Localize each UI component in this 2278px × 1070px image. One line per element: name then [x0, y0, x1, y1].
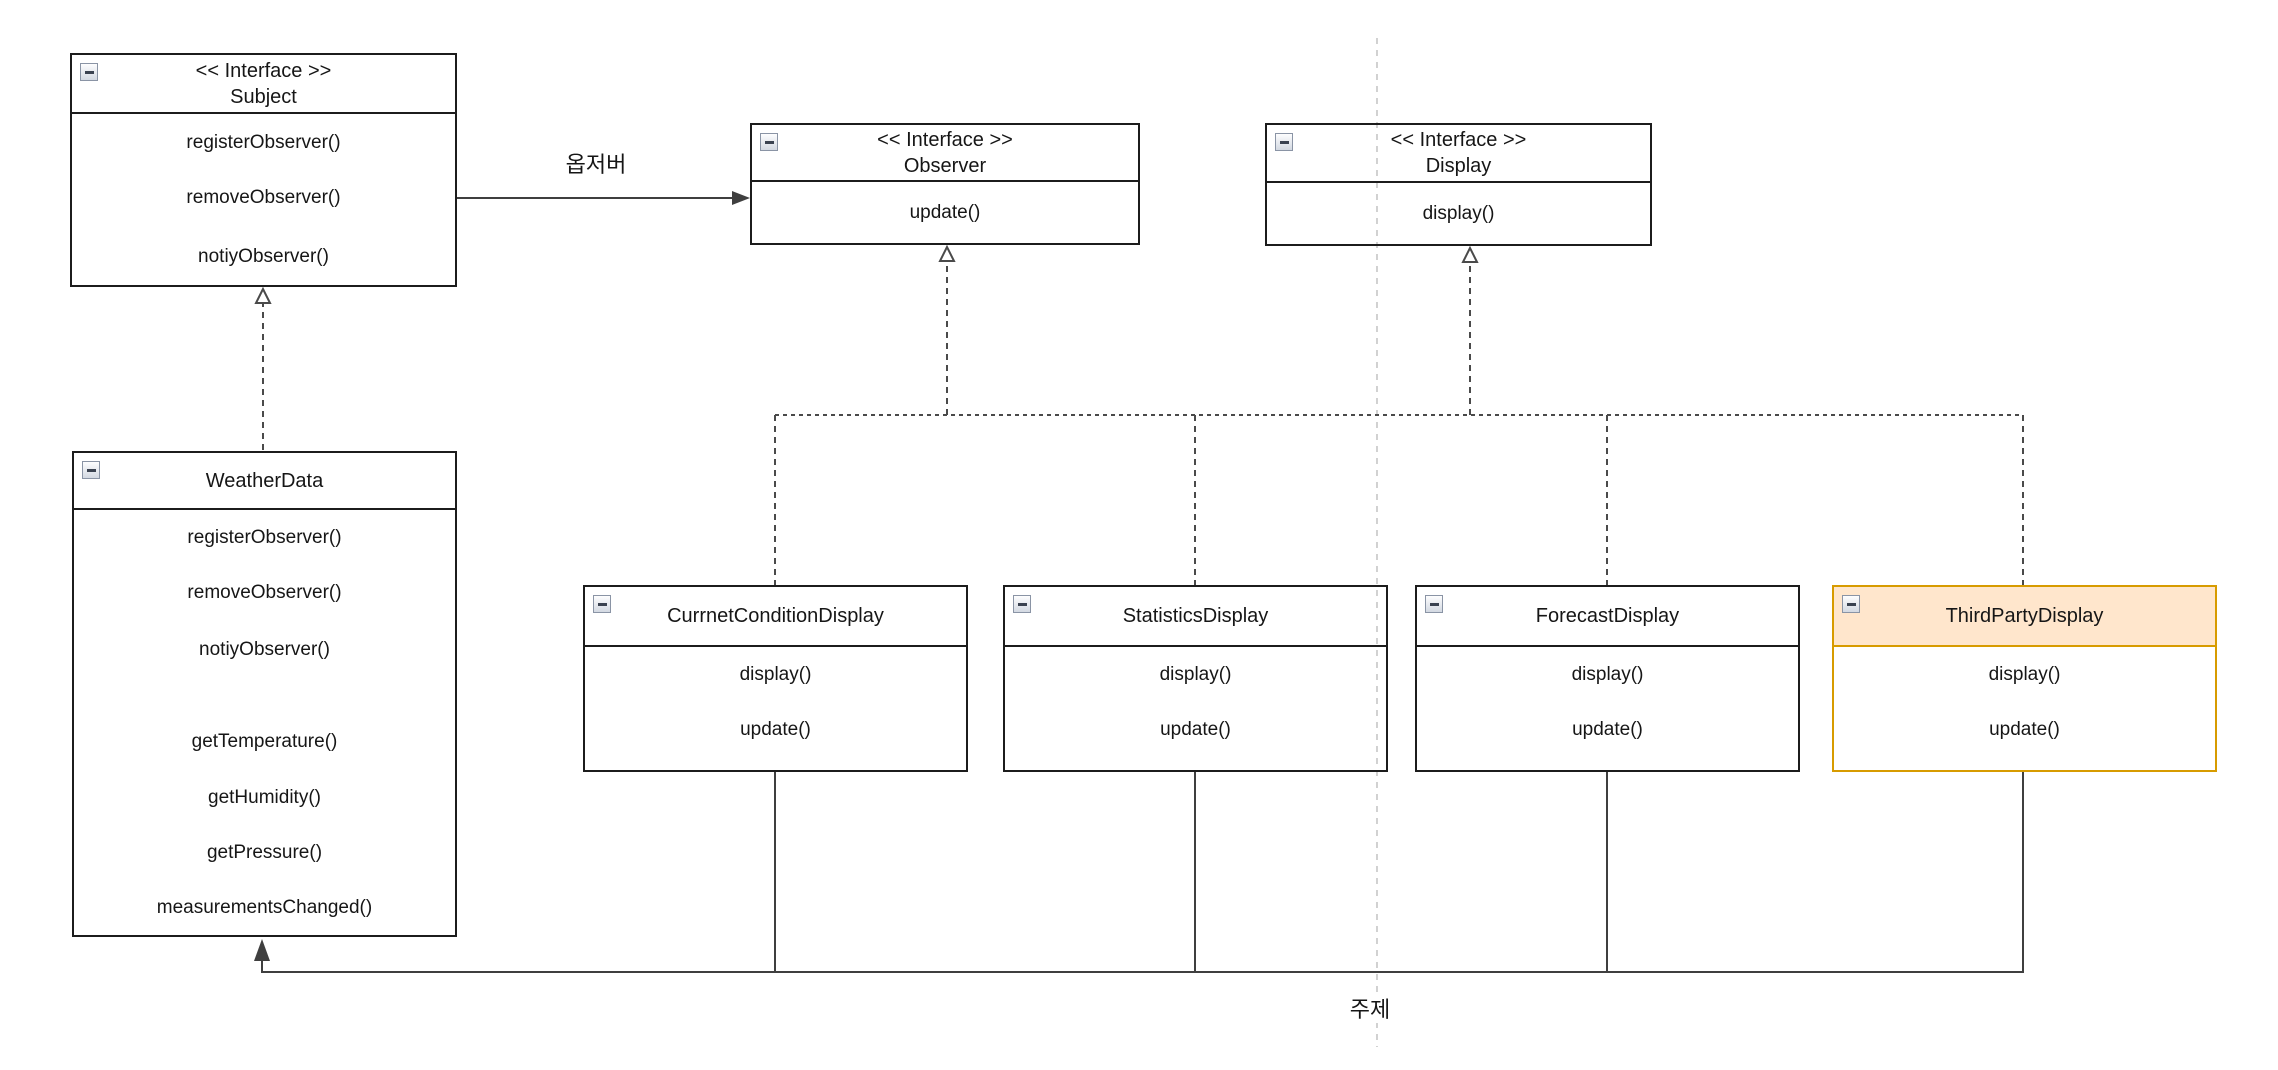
hollow-triangle-arrowhead-icon: [1461, 245, 1479, 263]
class-methods: display() update(): [585, 647, 966, 770]
hollow-triangle-arrowhead-icon: [938, 244, 956, 262]
method-row[interactable]: update(): [1989, 719, 2060, 740]
collapse-icon[interactable]: [593, 595, 611, 613]
method-row[interactable]: update(): [1160, 719, 1231, 740]
class-box-thirdpartydisplay[interactable]: ThirdPartyDisplay display() update(): [1832, 585, 2217, 772]
minus-glyph: [764, 140, 774, 144]
class-title: StatisticsDisplay: [1122, 605, 1269, 627]
class-header: << Interface >> Display: [1267, 125, 1650, 183]
class-box-subject[interactable]: << Interface >> Subject registerObserver…: [70, 53, 457, 287]
method-row[interactable]: update(): [1572, 719, 1643, 740]
method-row[interactable]: display(): [1988, 664, 2061, 685]
class-stereotype: << Interface >>: [877, 128, 1013, 151]
class-methods: registerObserver() removeObserver() noti…: [72, 114, 455, 285]
class-header: << Interface >> Observer: [752, 125, 1138, 182]
edge-realization-riser-display[interactable]: [1461, 245, 1479, 415]
method-row[interactable]: notiyObserver(): [199, 639, 330, 660]
method-row[interactable]: display(): [1571, 664, 1644, 685]
collapse-icon[interactable]: [80, 63, 98, 81]
class-box-display[interactable]: << Interface >> Display display(): [1265, 123, 1652, 246]
minus-glyph: [1429, 602, 1439, 606]
method-row[interactable]: getPressure(): [206, 842, 323, 863]
method-row[interactable]: update(): [909, 202, 981, 223]
filled-arrowhead-icon: [732, 191, 750, 205]
collapse-icon[interactable]: [1275, 133, 1293, 151]
collapse-icon[interactable]: [1013, 595, 1031, 613]
filled-arrowhead-icon: [254, 939, 270, 961]
class-header: << Interface >> Subject: [72, 55, 455, 114]
collapse-icon[interactable]: [1425, 595, 1443, 613]
class-title: WeatherData: [205, 469, 324, 492]
method-row[interactable]: notiyObserver(): [198, 246, 329, 267]
class-methods: display(): [1267, 183, 1650, 244]
method-row[interactable]: display(): [1159, 664, 1232, 685]
class-methods: update(): [752, 182, 1138, 243]
class-methods: display() update(): [1834, 647, 2215, 770]
edge-label-observer[interactable]: 옵저버: [545, 152, 647, 178]
class-methods: display() update(): [1417, 647, 1798, 770]
minus-glyph: [86, 468, 96, 472]
edge-label-subject[interactable]: 주제: [1329, 997, 1411, 1023]
class-box-forecastdisplay[interactable]: ForecastDisplay display() update(): [1415, 585, 1800, 772]
collapse-icon[interactable]: [82, 461, 100, 479]
class-box-statisticsdisplay[interactable]: StatisticsDisplay display() update(): [1003, 585, 1388, 772]
minus-glyph: [1846, 602, 1856, 606]
class-header: ThirdPartyDisplay: [1834, 587, 2215, 647]
class-header: CurrnetConditionDisplay: [585, 587, 966, 647]
class-box-currnetconditiondisplay[interactable]: CurrnetConditionDisplay display() update…: [583, 585, 968, 772]
class-title: Subject: [230, 85, 297, 108]
class-title: CurrnetConditionDisplay: [667, 605, 884, 627]
class-box-weatherdata[interactable]: WeatherData registerObserver() removeObs…: [72, 451, 457, 937]
method-row[interactable]: update(): [740, 719, 811, 740]
hollow-triangle-arrowhead-icon: [254, 286, 272, 304]
method-row[interactable]: display(): [739, 664, 812, 685]
method-row[interactable]: display(): [1422, 203, 1495, 224]
method-row[interactable]: removeObserver(): [187, 582, 342, 603]
method-row[interactable]: registerObserver(): [187, 527, 342, 548]
minus-glyph: [1279, 140, 1289, 144]
edge-weatherdata-subject-realization[interactable]: [254, 286, 272, 450]
class-header: WeatherData: [74, 453, 455, 510]
minus-glyph: [1017, 602, 1027, 606]
method-row[interactable]: getTemperature(): [191, 731, 338, 752]
class-box-observer[interactable]: << Interface >> Observer update(): [750, 123, 1140, 245]
class-title: Observer: [903, 154, 987, 177]
class-title: Display: [1425, 155, 1492, 177]
minus-glyph: [84, 70, 94, 74]
class-stereotype: << Interface >>: [1390, 129, 1527, 151]
method-row[interactable]: registerObserver(): [186, 132, 341, 153]
edge-displays-weatherdata[interactable]: [254, 772, 2024, 973]
method-row[interactable]: getHumidity(): [208, 787, 321, 808]
method-row[interactable]: measurementsChanged(): [156, 897, 373, 918]
class-title: ForecastDisplay: [1535, 605, 1680, 627]
edge-realization-riser-observer[interactable]: [938, 244, 956, 415]
edge-realization-branches[interactable]: [774, 415, 2024, 585]
collapse-icon[interactable]: [1842, 595, 1860, 613]
class-methods: registerObserver() removeObserver() noti…: [74, 510, 455, 935]
edge-subject-observer[interactable]: [457, 191, 750, 205]
class-header: StatisticsDisplay: [1005, 587, 1386, 647]
class-stereotype: << Interface >>: [195, 59, 332, 82]
minus-glyph: [597, 602, 607, 606]
class-methods: display() update(): [1005, 647, 1386, 770]
class-title: ThirdPartyDisplay: [1945, 605, 2104, 627]
class-header: ForecastDisplay: [1417, 587, 1798, 647]
collapse-icon[interactable]: [760, 133, 778, 151]
method-row[interactable]: removeObserver(): [186, 187, 341, 208]
